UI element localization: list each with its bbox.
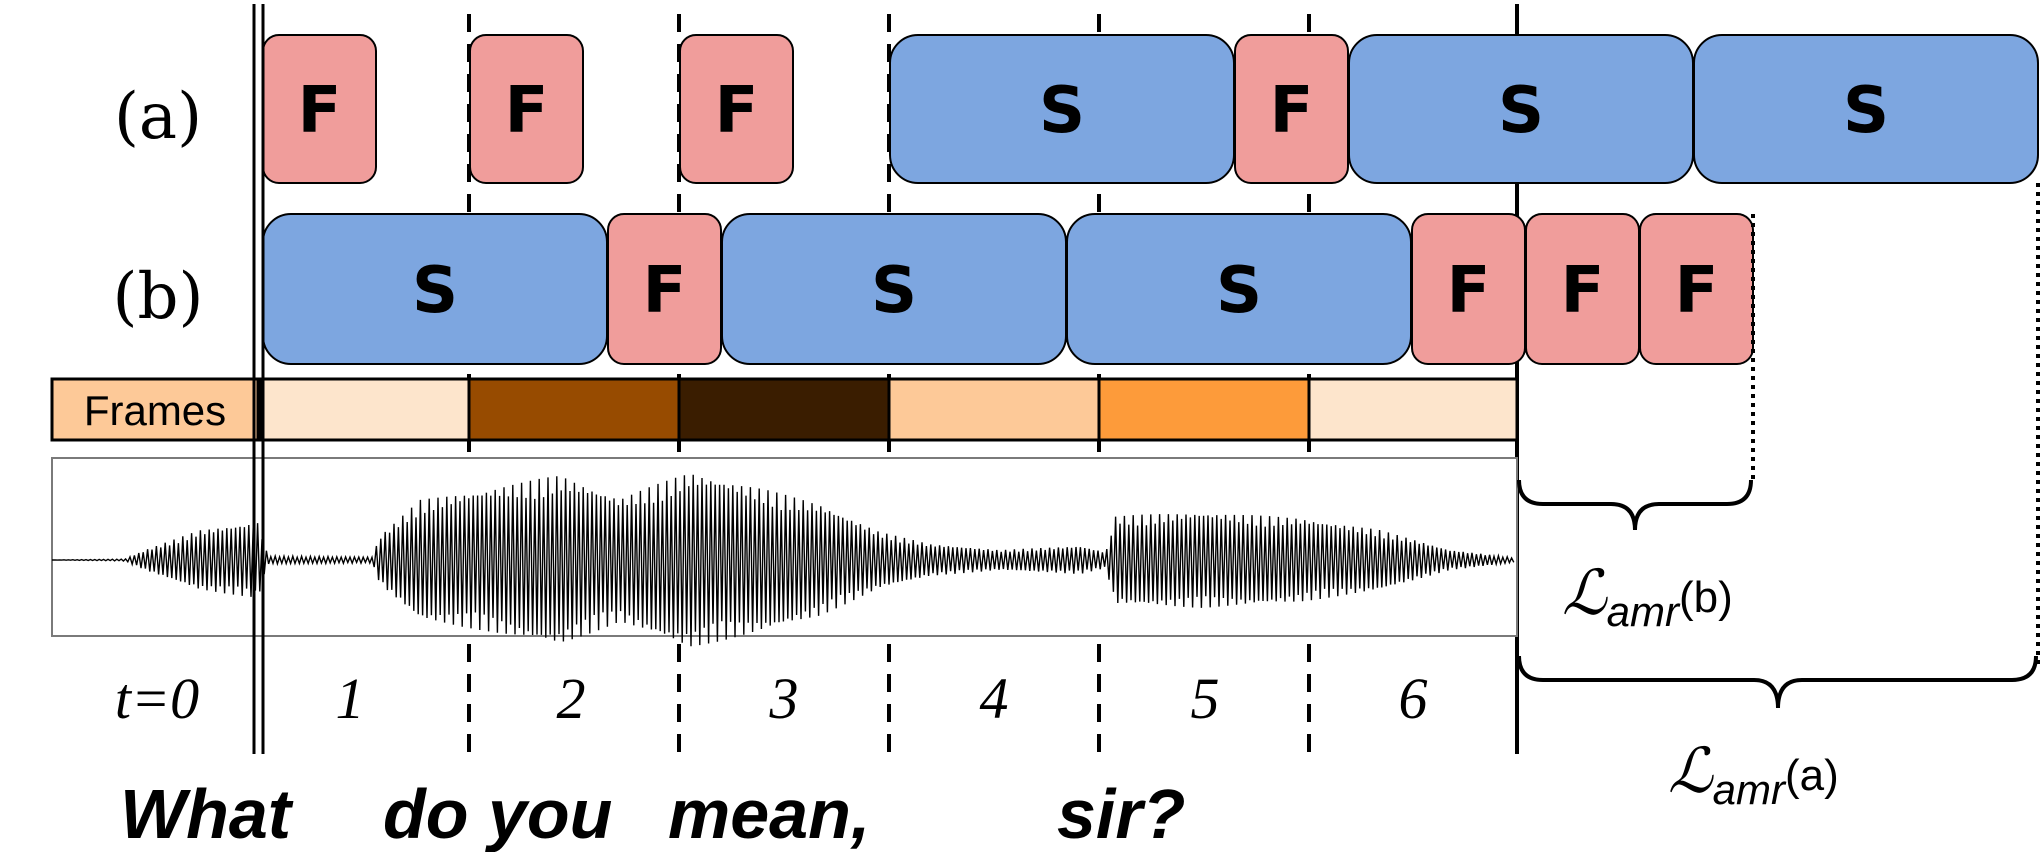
block-slow: S (1066, 213, 1412, 365)
loss-symbol: ℒ (1668, 734, 1714, 807)
transcript: What do you mean, sir? (120, 775, 1185, 852)
block-label: F (1675, 254, 1719, 328)
time-label: 5 (1191, 666, 1220, 731)
loss-label-a: ℒamr(a) (1668, 734, 1839, 813)
frame-segment (887, 377, 1101, 442)
row-label: (a) (114, 80, 202, 154)
loss-argument: (a) (1785, 751, 1839, 800)
word: sir? (1057, 775, 1185, 852)
block-fast: F (1234, 34, 1349, 184)
frame-segment (467, 377, 681, 442)
block-slow: S (262, 213, 608, 365)
time-label: 4 (980, 666, 1009, 731)
word: What (120, 775, 294, 852)
block-fast: F (679, 34, 794, 184)
time-axis: t=0 1 2 3 4 5 6 (115, 666, 1428, 731)
loss-subscript: amr (1713, 766, 1787, 813)
svg-text:ℒamr(b): ℒamr(b) (1562, 556, 1733, 635)
frame-segment (1097, 377, 1311, 442)
word: do you (383, 775, 612, 852)
block-fast: F (1639, 213, 1754, 365)
block-label: S (1843, 74, 1889, 148)
time-label: 1 (336, 666, 365, 731)
block-slow: S (889, 34, 1235, 184)
word: mean, (668, 775, 870, 852)
svg-text:ℒamr(a): ℒamr(a) (1668, 734, 1839, 813)
time-label: 6 (1399, 666, 1428, 731)
block-label: F (715, 74, 759, 148)
block-fast: F (607, 213, 722, 365)
frame-segment (258, 377, 471, 442)
block-label: F (1447, 254, 1491, 328)
block-label: F (643, 254, 687, 328)
waveform (52, 474, 1515, 647)
loss-label-b: ℒamr(b) (1562, 556, 1733, 635)
frames-label: Frames (84, 387, 226, 434)
block-label: S (871, 254, 917, 328)
block-label: S (412, 254, 458, 328)
time-label: 3 (769, 666, 799, 731)
brace-a (1517, 655, 2038, 709)
frame-segment (677, 377, 891, 442)
block-fast: F (469, 34, 584, 184)
loss-subscript: amr (1607, 588, 1681, 635)
block-fast: F (1411, 213, 1526, 365)
block-label: F (1270, 74, 1314, 148)
block-label: F (505, 74, 549, 148)
block-label: F (1561, 254, 1605, 328)
time-label: t=0 (115, 666, 199, 731)
block-slow: S (1693, 34, 2039, 184)
block-label: S (1039, 74, 1085, 148)
time-label: 2 (557, 666, 586, 731)
waveform-panel (51, 457, 1518, 647)
block-label: S (1216, 254, 1262, 328)
frame-segment (1307, 377, 1519, 442)
block-slow: S (721, 213, 1067, 365)
loss-argument: (b) (1679, 573, 1733, 622)
frames-bar: Frames (50, 377, 1519, 442)
loss-symbol: ℒ (1562, 556, 1608, 629)
block-label: F (298, 74, 342, 148)
block-slow: S (1348, 34, 1694, 184)
block-fast: F (262, 34, 377, 184)
brace-b (1517, 479, 1753, 531)
block-fast: F (1525, 213, 1640, 365)
row-a: (a) F F F S F S S (114, 34, 2039, 184)
row-b: (b) S F S S F F F (113, 213, 1754, 365)
frames-label-box (50, 377, 260, 442)
row-label: (b) (113, 260, 204, 334)
block-label: S (1498, 74, 1544, 148)
